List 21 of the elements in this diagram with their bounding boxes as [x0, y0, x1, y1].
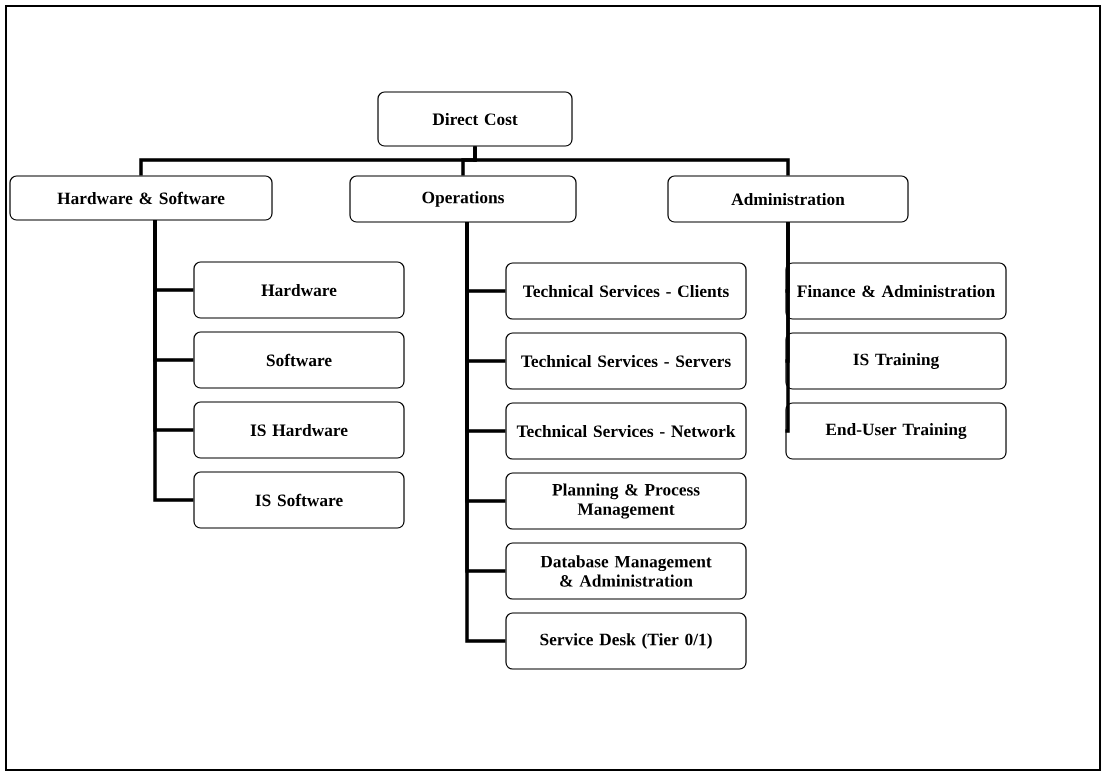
category-box: Hardware & Software [9, 175, 273, 221]
category-box: Hardware [193, 261, 405, 319]
category-box: Planning & Process Management [505, 472, 747, 530]
category-box: IS Hardware [193, 401, 405, 459]
connector-line [473, 146, 790, 176]
category-box: IS Training [785, 332, 1007, 390]
connector-line [153, 220, 194, 502]
category-box: Service Desk (Tier 0/1) [505, 612, 747, 670]
category-box: Software [193, 331, 405, 389]
category-box: Finance & Administration [785, 262, 1007, 320]
category-box: Administration [667, 175, 909, 223]
category-box: End-User Training [785, 402, 1007, 460]
category-box: Operations [349, 175, 577, 223]
connector-line [785, 222, 790, 433]
category-box: IS Software [193, 471, 405, 529]
category-box: Database Management & Administration [505, 542, 747, 600]
category-box: Direct Cost [377, 91, 573, 147]
category-box: Technical Services - Clients [505, 262, 747, 320]
category-box: Technical Services - Network [505, 402, 747, 460]
connector-line [465, 222, 506, 643]
category-box: Technical Services - Servers [505, 332, 747, 390]
